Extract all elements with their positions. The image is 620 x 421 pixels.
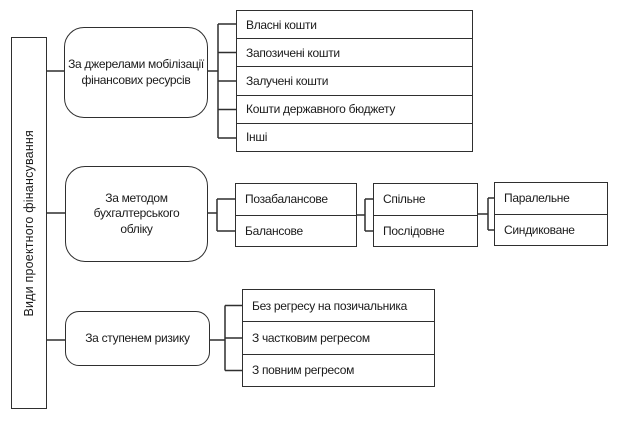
leaf-item-syndicated: Синдиковане bbox=[495, 213, 607, 246]
leaf-item-no-recourse: Без регресу на позичальника bbox=[252, 298, 408, 313]
leaf-stack-sources: Власні кошти Запозичені кошти Залучені к… bbox=[236, 10, 473, 152]
leaf-stack-joint-sequential: Спільне Послідовне bbox=[373, 183, 478, 247]
leaf-item-off-balance: Позабалансове bbox=[245, 192, 328, 207]
branch2-chain-a-b-connector bbox=[356, 198, 373, 232]
leaf-stack-risk: Без регресу на позичальника З частковим … bbox=[242, 289, 435, 387]
branch-label-risk: За ступенем ризику bbox=[85, 330, 190, 345]
leaf-item-attracted-funds: Залучені кошти bbox=[237, 66, 472, 94]
branch-node-risk: За ступенем ризику bbox=[65, 311, 210, 366]
root-node: Види проектного фінансування bbox=[11, 37, 47, 409]
branch-label-sources: За джерелами мобілізації фінансових ресу… bbox=[68, 57, 204, 87]
leaf-item-balance: Балансове bbox=[236, 214, 356, 247]
leaf-stack-balance: Позабалансове Балансове bbox=[235, 183, 357, 247]
leaf-item-joint: Спільне bbox=[383, 192, 426, 207]
leaf-item-own-funds: Власні кошти bbox=[246, 17, 317, 32]
leaf-item-borrowed-funds: Запозичені кошти bbox=[237, 38, 472, 66]
branch2-chain-b-c-connector bbox=[477, 197, 494, 231]
branch-node-accounting: За методом бухгалтерського обліку bbox=[65, 166, 208, 262]
branch2-connector bbox=[47, 198, 235, 232]
branch-label-accounting: За методом бухгалтерського обліку bbox=[93, 190, 180, 236]
leaf-item-parallel: Паралельне bbox=[504, 191, 570, 206]
leaf-item-other: Інші bbox=[237, 122, 472, 151]
branch3-connector bbox=[47, 304, 242, 372]
root-label: Види проектного фінансування bbox=[22, 129, 36, 317]
leaf-item-full-recourse: З повним регресом bbox=[243, 353, 434, 386]
leaf-item-state-budget-funds: Кошти державного бюджету bbox=[237, 94, 472, 123]
leaf-item-sequential: Послідовне bbox=[374, 214, 477, 247]
branch-node-sources: За джерелами мобілізації фінансових ресу… bbox=[64, 27, 208, 118]
branch1-connector bbox=[47, 23, 236, 139]
leaf-item-partial-recourse: З частковим регресом bbox=[243, 321, 434, 353]
leaf-stack-parallel-syndicated: Паралельне Синдиковане bbox=[494, 182, 608, 246]
